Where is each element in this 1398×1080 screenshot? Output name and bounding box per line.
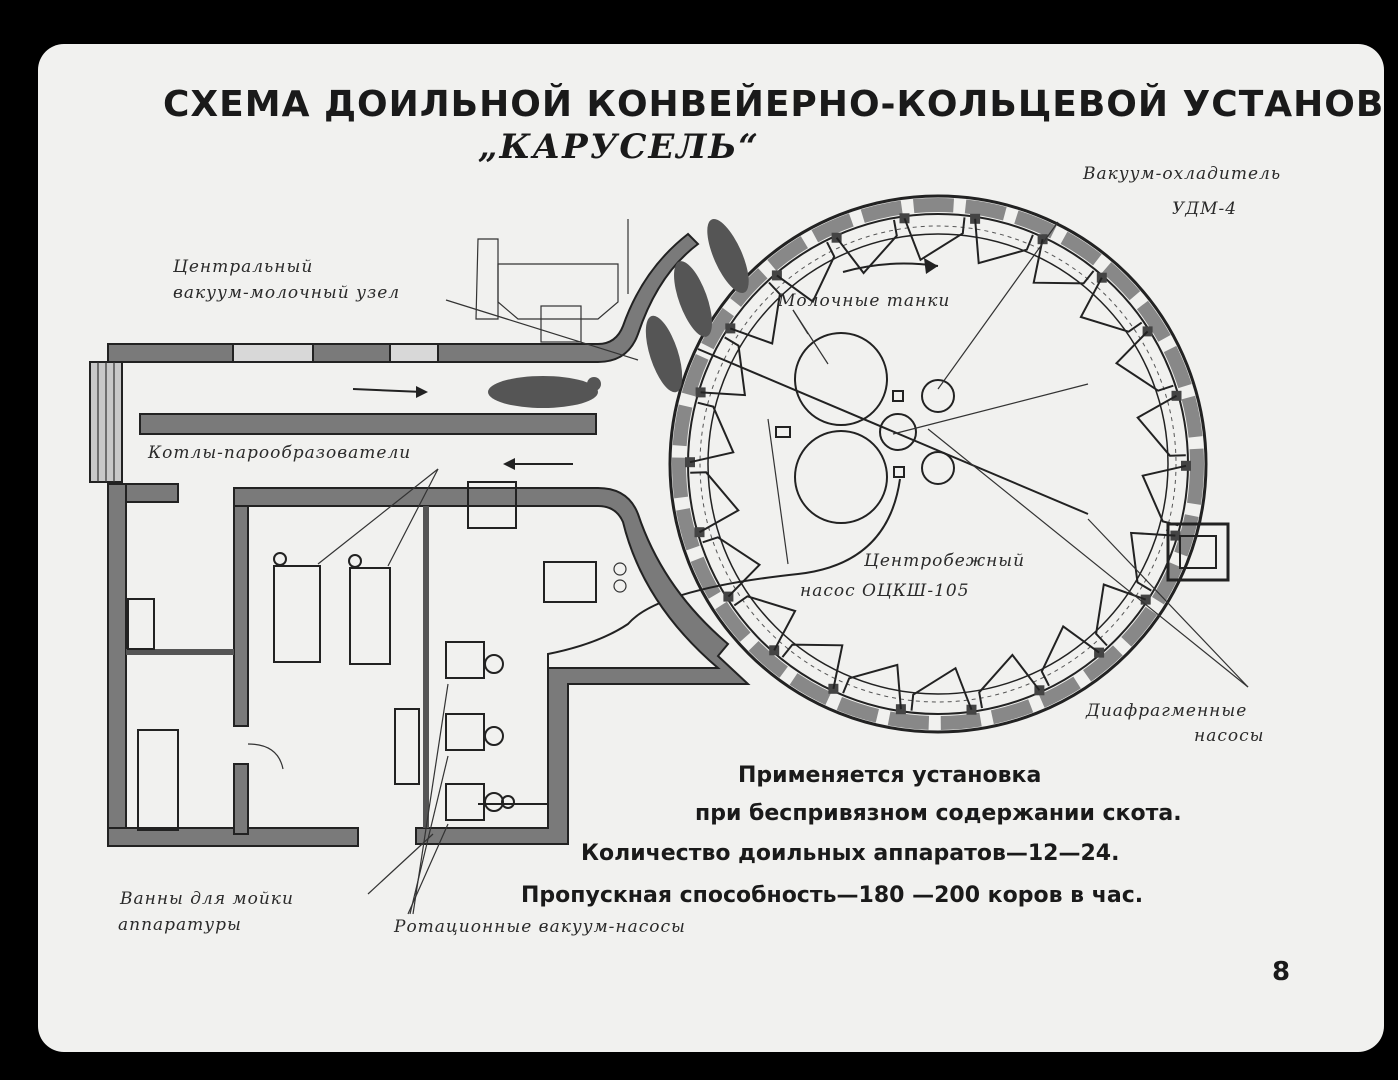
building-walls	[89, 232, 751, 847]
label-central-node-1: Центральный	[172, 257, 313, 277]
flow-arrows	[352, 386, 573, 470]
rotary-pump-1	[445, 641, 485, 679]
label-baths-1: Ванны для мойки	[119, 889, 294, 909]
diagram-subtitle: „КАРУСЕЛЬ“	[478, 127, 760, 167]
leader-lines	[317, 221, 1249, 915]
label-vacuum-cooler: Вакуум-охладитель	[1082, 164, 1281, 184]
milking-stalls	[685, 213, 1191, 715]
equipment	[127, 481, 627, 831]
label-pump-1: Центробежный	[863, 551, 1025, 571]
boiler-2	[349, 567, 391, 665]
label-rotary-pumps: Ротационные вакуум-насосы	[393, 917, 686, 937]
milk-tanks	[478, 332, 1089, 805]
diagram-title: СХЕМА ДОИЛЬНОЙ КОНВЕЙЕРНО-КОЛЬЦЕВОЙ УСТА…	[163, 83, 1384, 125]
central-vacuum-node	[475, 219, 629, 343]
carousel-outlet	[1166, 522, 1230, 582]
info-line-3: Количество доильных аппаратов—12—24.	[581, 841, 1119, 866]
diagram-canvas: СХЕМА ДОИЛЬНОЙ КОНВЕЙЕРНО-КОЛЬЦЕВОЙ УСТА…	[89, 83, 1384, 987]
page-number: 8	[1272, 957, 1290, 987]
info-line-4: Пропускная способность—180 —200 коров в …	[521, 883, 1143, 908]
label-boilers: Котлы-парообразователи	[147, 443, 411, 463]
rotation-arrow	[842, 258, 939, 274]
rotary-pump-3	[445, 783, 485, 821]
label-central-node-2: вакуум-молочный узел	[173, 283, 400, 303]
label-baths-2: аппаратуры	[118, 915, 242, 935]
info-line-1: Применяется установка	[738, 763, 1041, 788]
label-vacuum-cooler-model: УДМ-4	[1172, 199, 1237, 219]
label-diaphragm-2: насосы	[1194, 726, 1264, 746]
rotary-pump-2	[445, 713, 485, 751]
label-milk-tanks: Молочные танки	[777, 291, 950, 311]
label-pump-2: насос ОЦКШ-105	[800, 581, 970, 601]
cows	[488, 219, 749, 408]
carousel-ring	[668, 194, 1208, 734]
slide: СХЕМА ДОИЛЬНОЙ КОНВЕЙЕРНО-КОЛЬЦЕВОЙ УСТА…	[38, 44, 1384, 1052]
label-diaphragm-1: Диафрагменные	[1085, 701, 1247, 721]
stall-dividers	[689, 217, 1187, 711]
boiler-1	[273, 565, 321, 663]
info-line-2: при беспривязном содержании скота.	[695, 801, 1182, 826]
